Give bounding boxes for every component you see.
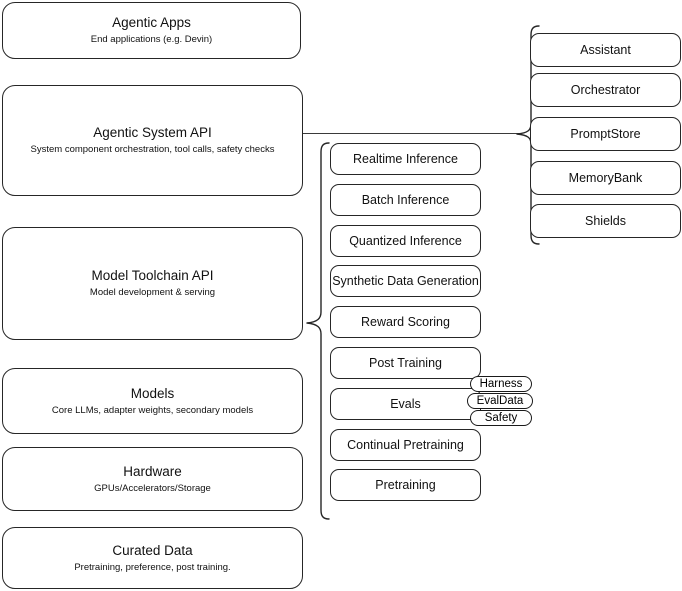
component-box-assistant[interactable]: Assistant <box>530 33 681 67</box>
layer-subtitle: Core LLMs, adapter weights, secondary mo… <box>51 404 254 416</box>
capability-label: Evals <box>390 397 421 411</box>
capability-box-quantized-inference[interactable]: Quantized Inference <box>330 225 481 257</box>
component-box-orchestrator[interactable]: Orchestrator <box>530 73 681 107</box>
capability-box-reward-scoring[interactable]: Reward Scoring <box>330 306 481 338</box>
component-box-memorybank[interactable]: MemoryBank <box>530 161 681 195</box>
layer-title: Hardware <box>123 463 182 479</box>
layer-subtitle: End applications (e.g. Devin) <box>90 34 213 45</box>
capability-label: Batch Inference <box>361 193 450 207</box>
capability-label: Quantized Inference <box>349 234 462 248</box>
eval-badge-harness[interactable]: Harness <box>470 376 532 392</box>
capability-box-synthetic-data-generation[interactable]: Synthetic Data Generation <box>330 265 481 297</box>
layer-box-curated-data[interactable]: Curated Data Pretraining, preference, po… <box>2 527 303 589</box>
layer-title: Agentic System API <box>93 125 212 140</box>
capability-box-batch-inference[interactable]: Batch Inference <box>330 184 481 216</box>
eval-badge-label: Safety <box>484 412 518 424</box>
component-label: Orchestrator <box>570 83 641 97</box>
eval-badge-label: EvalData <box>476 395 524 407</box>
capability-label: Continual Pretraining <box>347 438 464 452</box>
layer-box-models[interactable]: Models Core LLMs, adapter weights, secon… <box>2 368 303 434</box>
component-label: PromptStore <box>570 127 641 141</box>
layer-title: Curated Data <box>112 542 193 558</box>
capability-label: Realtime Inference <box>353 152 458 166</box>
component-label: Shields <box>585 214 626 228</box>
layer-box-agentic-system-api[interactable]: Agentic System API System component orch… <box>2 85 303 196</box>
layer-subtitle: Pretraining, preference, post training. <box>74 561 231 573</box>
layer-box-model-toolchain-api[interactable]: Model Toolchain API Model development & … <box>2 227 303 340</box>
layer-subtitle: Model development & serving <box>89 287 216 298</box>
layer-title: Agentic Apps <box>112 15 191 30</box>
capability-box-evals[interactable]: Evals <box>330 388 481 420</box>
component-label: MemoryBank <box>568 171 643 185</box>
capability-box-realtime-inference[interactable]: Realtime Inference <box>330 143 481 175</box>
capability-box-post-training[interactable]: Post Training <box>330 347 481 379</box>
layer-title: Model Toolchain API <box>91 268 214 283</box>
layer-subtitle: GPUs/Accelerators/Storage <box>94 482 211 494</box>
layer-box-hardware[interactable]: Hardware GPUs/Accelerators/Storage <box>2 447 303 511</box>
eval-badge-label: Harness <box>479 378 523 390</box>
eval-badge-safety[interactable]: Safety <box>470 410 532 426</box>
connector-agentic-system-api-to-components <box>303 133 519 135</box>
component-box-shields[interactable]: Shields <box>530 204 681 238</box>
brace-model-toolchain-capabilities <box>305 141 331 521</box>
layer-box-agentic-apps[interactable]: Agentic Apps End applications (e.g. Devi… <box>2 2 301 59</box>
capability-label: Pretraining <box>375 478 436 492</box>
component-label: Assistant <box>580 43 631 57</box>
component-box-promptstore[interactable]: PromptStore <box>530 117 681 151</box>
capability-label: Post Training <box>369 356 442 370</box>
capability-label: Reward Scoring <box>361 315 450 329</box>
layer-subtitle: System component orchestration, tool cal… <box>30 144 275 155</box>
eval-badge-evaldata[interactable]: EvalData <box>467 393 533 409</box>
capability-box-continual-pretraining[interactable]: Continual Pretraining <box>330 429 481 461</box>
layer-title: Models <box>130 385 175 401</box>
capability-label: Synthetic Data Generation <box>332 274 479 288</box>
capability-box-pretraining[interactable]: Pretraining <box>330 469 481 501</box>
